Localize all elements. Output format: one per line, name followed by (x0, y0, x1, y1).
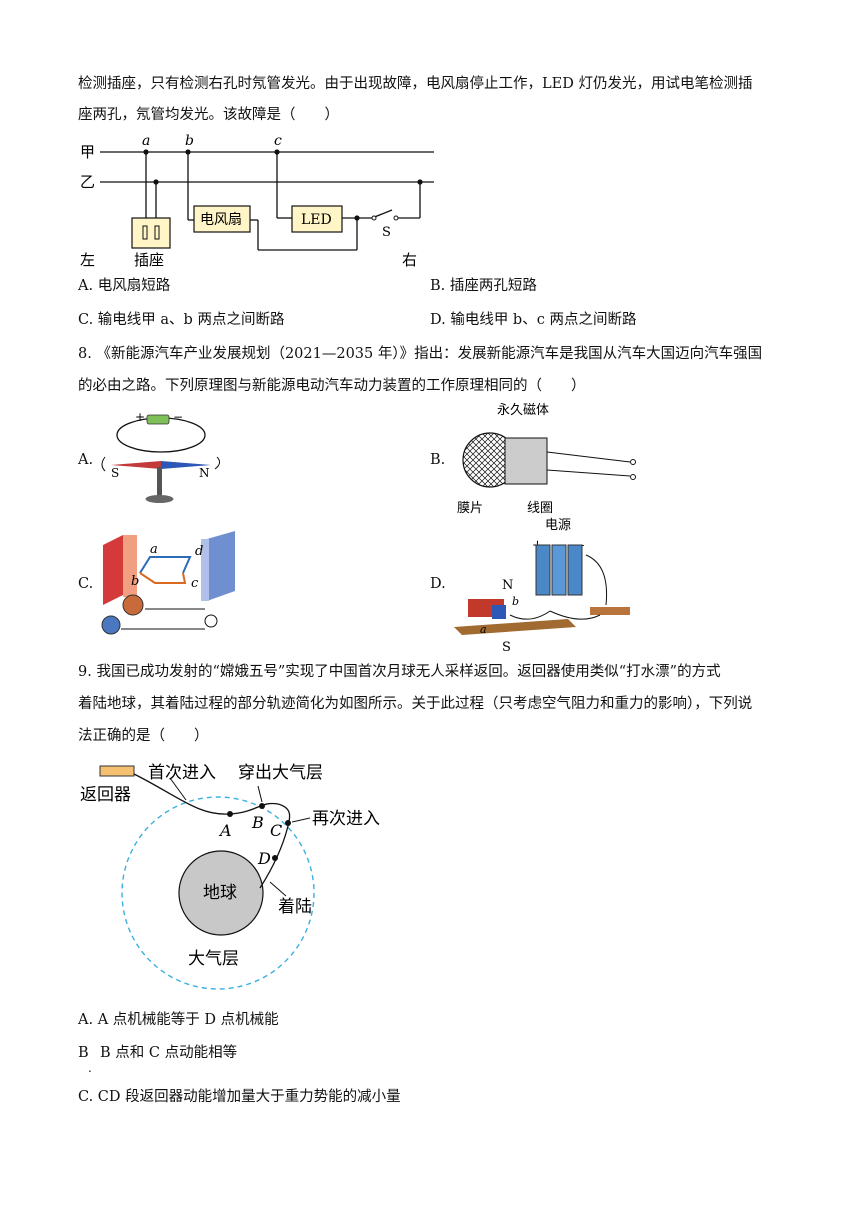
socket-label: 插座 (134, 251, 164, 269)
point-c: C (270, 821, 282, 840)
led-box (291, 205, 343, 233)
q8-option-b-label[interactable]: B. (430, 452, 446, 468)
point-d: D (257, 849, 271, 868)
q8-figure-b: 永久磁体 膜片 线圈 (457, 403, 636, 516)
q7-option-c[interactable]: C. 输电线甲 a、b 两点之间断路 (78, 312, 285, 328)
fig-b-magnet: 永久磁体 (497, 403, 549, 418)
atmosphere-label: 大气层 (188, 949, 239, 969)
fig-d-n: N (502, 578, 513, 593)
point-c-label: c (274, 133, 282, 149)
fig-d-power: 电源 (545, 518, 571, 533)
wire-jia-label: 甲 (80, 143, 95, 161)
right-label: 右 (402, 251, 417, 269)
q9-option-a[interactable]: A. A 点机械能等于 D 点机械能 (78, 1012, 279, 1028)
q9-option-b-dot: . (88, 1061, 92, 1075)
point-a: A (218, 821, 232, 840)
q8-figure-c: a b c d (101, 531, 235, 635)
exit-label: 穿出大气层 (238, 763, 323, 783)
fig-c-d: d (195, 544, 203, 559)
q8-option-d-label[interactable]: D. (430, 576, 446, 592)
fig-d-a: a (480, 623, 487, 636)
q7-circuit-diagram: 甲 乙 a b c 电风扇 LED S 左 插座 右 (80, 133, 434, 269)
capsule-box (99, 765, 135, 777)
q8-option-a-label[interactable]: A. (78, 452, 94, 468)
fig-a-n: N (199, 466, 210, 480)
fig-b-film: 膜片 (457, 501, 483, 516)
fig-a-minus: − (173, 410, 183, 424)
q9-trajectory-diagram: 首次进入 穿出大气层 返回器 再次进入 地球 着陆 大气层 A B C D (80, 763, 380, 990)
q9-option-c[interactable]: C. CD 段返回器动能增加量大于重力势能的减小量 (78, 1089, 401, 1105)
fan-box (193, 205, 251, 233)
fig-c-c: c (191, 576, 199, 591)
q9-stem-line1: 9. 我国已成功发射的“嫦娥五号”实现了中国首次月球无人采样返回。返回器使用类似… (78, 664, 721, 680)
point-b-label: b (185, 133, 194, 149)
q8-figure-d: 电源 + - N S b a (454, 518, 630, 655)
q9-stem-line2: 着陆地球，其着陆过程的部分轨迹简化为如图所示。关于此过程（只考虑空气阻力和重力的… (78, 696, 753, 712)
q8-stem-line2: 的必由之路。下列原理图与新能源电动汽车动力装置的工作原理相同的（ ） (78, 378, 586, 394)
earth-label: 地球 (203, 883, 237, 903)
point-b: B (251, 813, 264, 832)
fig-c-b: b (131, 574, 139, 589)
q7-option-b[interactable]: B. 插座两孔短路 (430, 278, 537, 294)
q9-option-b[interactable]: B 点和 C 点动能相等 (100, 1045, 238, 1061)
fig-d-b: b (512, 595, 519, 608)
fig-c-a: a (150, 542, 158, 557)
led-label: LED (301, 212, 332, 228)
point-a-label: a (142, 133, 150, 149)
socket-box (131, 217, 171, 249)
landing-label: 着陆 (278, 897, 312, 917)
reentry-label: 再次进入 (312, 809, 380, 829)
q9-stem-line3: 法正确的是（ ） (78, 728, 209, 744)
first-entry-label: 首次进入 (148, 763, 216, 783)
q7-stem-line1: 检测插座，只有检测右孔时氖管发光。由于出现故障，电风扇停止工作，LED 灯仍发光… (78, 76, 753, 92)
wire-yi-label: 乙 (80, 173, 95, 191)
left-label: 左 (80, 251, 95, 269)
q8-option-c-label[interactable]: C. (78, 576, 94, 592)
q7-option-a[interactable]: A. 电风扇短路 (78, 278, 171, 294)
q8-stem-line1: 8. 《新能源汽车产业发展规划（2021—2035 年）》指出：发展新能源汽车是… (78, 346, 763, 362)
capsule-label: 返回器 (80, 785, 131, 805)
switch-label: S (382, 225, 391, 240)
fan-label: 电风扇 (200, 212, 242, 228)
q8-figure-a: + − S N (101, 410, 221, 503)
fig-a-s: S (111, 466, 119, 480)
q7-stem-line2: 座两孔，氖管均发光。该故障是（ ） (78, 107, 339, 123)
fig-a-plus: + (135, 410, 145, 424)
q7-option-d[interactable]: D. 输电线甲 b、c 两点之间断路 (430, 312, 637, 328)
fig-b-coil: 线圈 (527, 501, 553, 516)
q9-option-b-letter[interactable]: B (78, 1045, 89, 1061)
fig-d-s: S (502, 640, 511, 655)
